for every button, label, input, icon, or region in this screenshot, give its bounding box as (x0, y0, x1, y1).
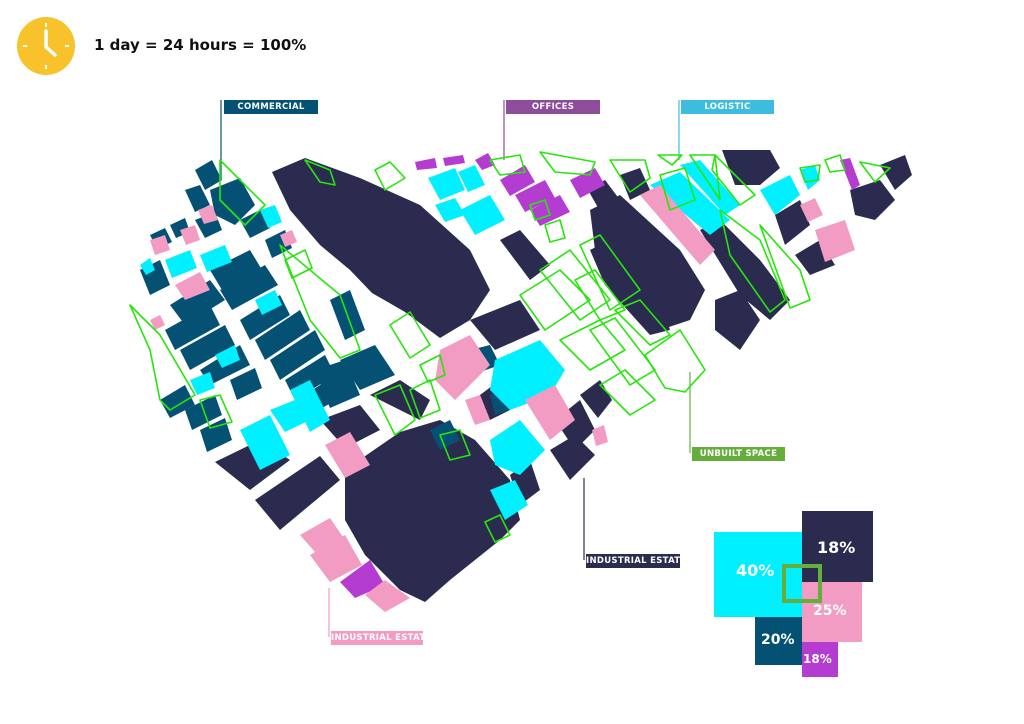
industrial-pink-percent: 25% (813, 603, 847, 619)
commercial-tag: COMMERCIAL (224, 100, 318, 114)
industrial-estate-tag: INDUSTRIAL ESTATE (586, 554, 686, 568)
legend-square-industrial-dark (802, 511, 873, 582)
clock-icon (17, 17, 75, 75)
offices-percent: 18% (803, 652, 832, 666)
page-title: 1 day = 24 hours = 100% (94, 36, 307, 54)
offices-tag: OFFICES (506, 100, 600, 114)
legend-square-offices (802, 642, 838, 677)
unbuilt-space-outlines (129, 151, 891, 543)
commercial-tag-label: COMMERCIAL (237, 102, 305, 112)
legend-square-industrial-pink (802, 582, 862, 642)
legend-square-unbuilt (782, 564, 822, 603)
logistic-tag-label: LOGISTIC (704, 102, 751, 112)
industrial-dark-percent: 18% (817, 538, 856, 557)
offices-tag-label: OFFICES (531, 102, 575, 112)
logistic-tag: LOGISTIC (681, 100, 774, 114)
share-legend (714, 511, 873, 677)
industrial-estate-blocks (215, 150, 912, 602)
logistic-percent: 40% (736, 561, 775, 580)
industrial-estate-pink-tag-label: INDUSTRIAL ESTATE (331, 633, 432, 643)
unbuilt-space-tag-label: UNBUILT SPACE (699, 449, 778, 459)
legend-square-commercial (755, 617, 802, 665)
unbuilt-space-tag: UNBUILT SPACE (692, 447, 785, 461)
industrial-estate-tag-label: INDUSTRIAL ESTATE (586, 556, 687, 566)
industrial-pink-blocks (150, 185, 855, 612)
commercial-percent: 20% (761, 632, 795, 648)
industrial-estate-pink-tag: INDUSTRIAL ESTATE (331, 631, 431, 645)
